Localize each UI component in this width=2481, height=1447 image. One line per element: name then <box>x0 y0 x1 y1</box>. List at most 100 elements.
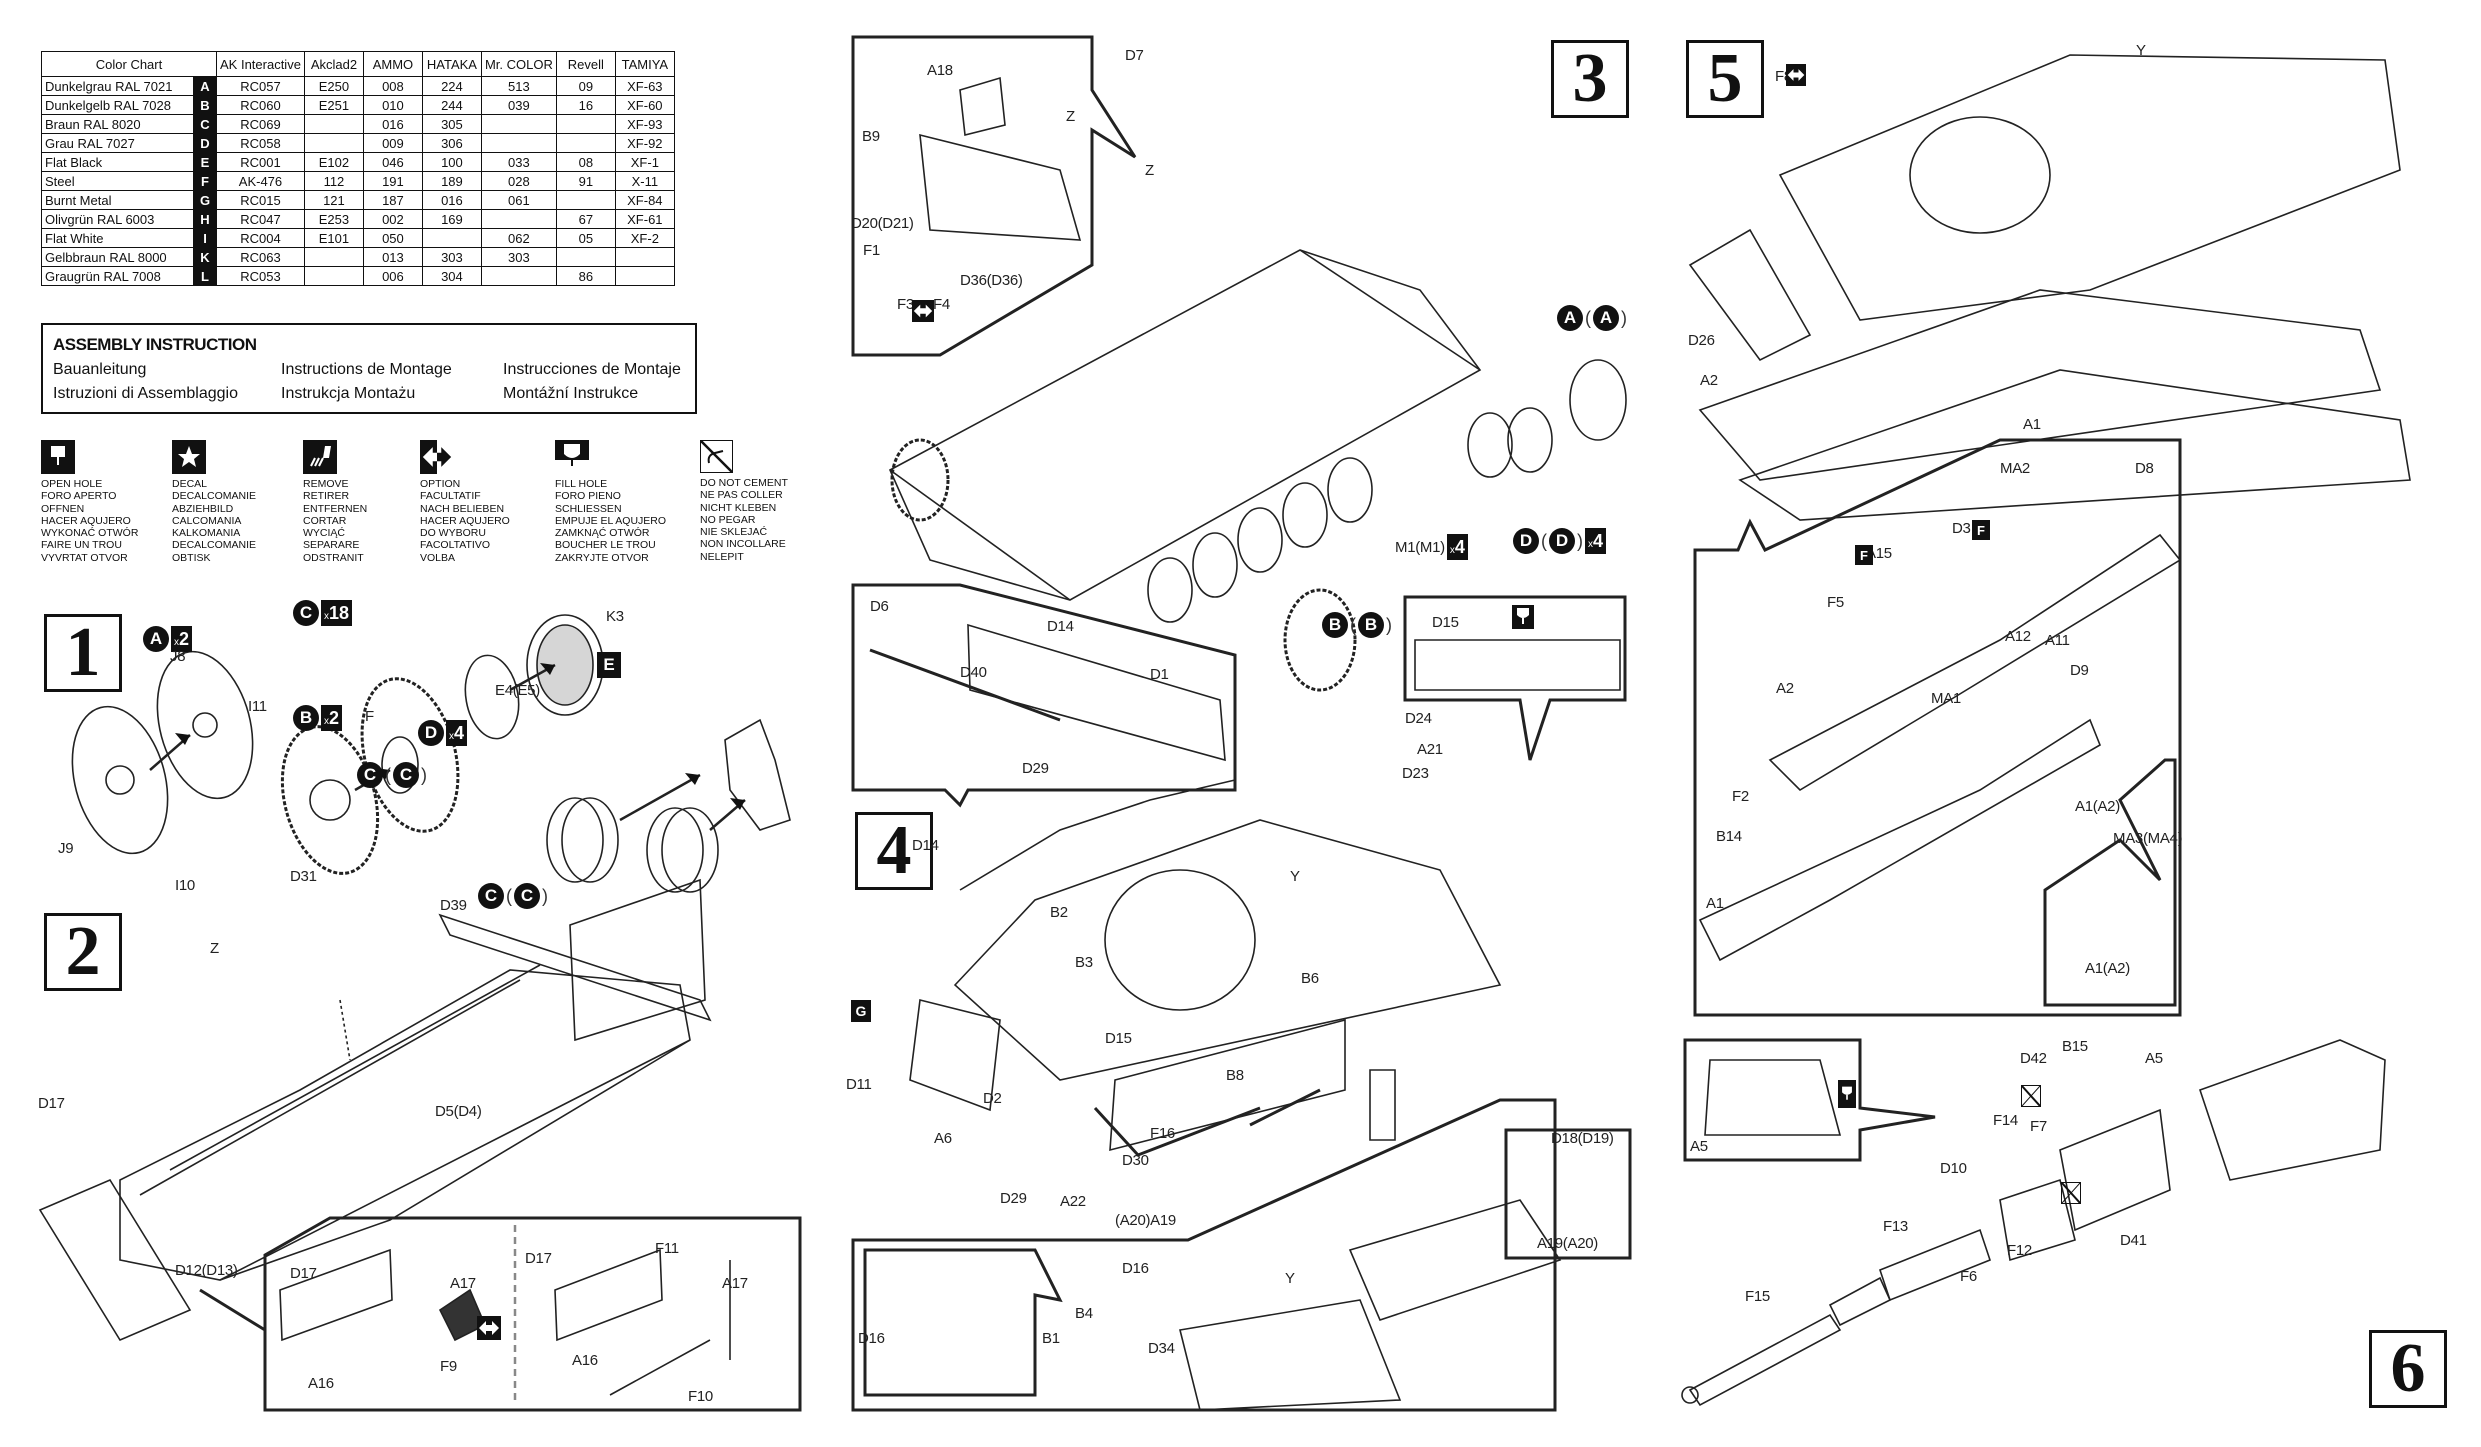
color-chart-header-row: Color Chart AK Interactive Akclad2 AMMO … <box>41 51 675 77</box>
part-label: D34 <box>1148 1340 1175 1357</box>
part-label: A11 <box>2045 632 2070 649</box>
color-code-circle: C <box>357 762 383 788</box>
legend-label: CORTAR <box>303 514 347 527</box>
gun-barrel-drawing <box>1681 1039 2386 1407</box>
do-not-cement-icon <box>700 440 733 473</box>
paint-code-cell: 244 <box>421 95 482 115</box>
m1-label-x4: M1(M1) x4 <box>1395 534 1468 560</box>
paint-code-cell: 100 <box>421 152 482 172</box>
translation-cz: Montážní Instrukce <box>503 385 639 402</box>
quantity-multiplier: x18 <box>321 600 353 626</box>
step-number-4: 4 <box>855 812 933 890</box>
part-label: D20(D21) <box>851 215 914 232</box>
paint-code-cell: XF-92 <box>614 133 675 153</box>
paint-code-cell: XF-60 <box>614 95 675 115</box>
color-code-circle: D <box>418 720 444 746</box>
part-label: B9 <box>862 128 880 145</box>
part-label: D3 <box>1952 520 1971 537</box>
part-label: D17 <box>525 1250 552 1267</box>
paint-square-g: G <box>851 1000 871 1022</box>
part-label: MA2 <box>2000 460 2030 477</box>
fill-hole-icon <box>1838 1080 1856 1108</box>
legend-label: EMPUJE EL AQUJERO <box>555 514 667 527</box>
part-label: F9 <box>440 1358 457 1375</box>
part-label: A5 <box>2145 1050 2163 1067</box>
part-label: D26 <box>1688 332 1715 349</box>
part-label: A19(A20) <box>1537 1235 1598 1252</box>
paint-badge-c-paren-c-2: C ( C ) <box>478 883 548 909</box>
paint-badge-b-x2: B x2 <box>293 705 343 731</box>
part-label: F13 <box>1883 1218 1908 1235</box>
part-label: B8 <box>1226 1067 1244 1084</box>
legend-label: WYKONAĆ OTWÓR <box>41 527 139 540</box>
paint-code-cell: 05 <box>555 228 616 248</box>
legend-label: VOLBA <box>420 551 456 564</box>
step-number-3: 3 <box>1551 40 1629 118</box>
legend-label: ZAKRYJTE OTVOR <box>555 551 649 564</box>
part-label: A2 <box>1700 372 1718 389</box>
do-not-cement-icon <box>2061 1182 2081 1204</box>
part-label: A17 <box>450 1275 476 1292</box>
color-code-circle: C <box>393 762 419 788</box>
road-wheels-row-drawing <box>890 359 1627 692</box>
part-label: D16 <box>1122 1260 1149 1277</box>
header-ammo: AMMO <box>362 51 423 77</box>
step5-inset-frame <box>1693 438 2182 1017</box>
part-label: F <box>365 708 374 725</box>
part-label: A1(A2) <box>2075 798 2120 815</box>
color-code: F <box>193 171 217 191</box>
part-label: K3 <box>606 608 624 625</box>
part-label: MA3(MA4) <box>2113 830 2183 847</box>
part-label: D7 <box>1125 47 1144 64</box>
part-label: F2 <box>1732 788 1749 805</box>
part-label: I11 <box>248 698 267 715</box>
step4-d16-inset-frame <box>863 1248 1063 1397</box>
color-name: Gelbbraun RAL 8000 <box>41 247 194 267</box>
legend-label: NO PEGAR <box>700 513 756 526</box>
paint-code-cell: XF-84 <box>614 190 675 210</box>
part-label: Z <box>210 940 219 957</box>
part-label: MA1 <box>1931 690 1961 707</box>
color-code: B <box>193 95 217 115</box>
legend-label: DECALCOMANIE <box>172 490 257 503</box>
part-label: D14 <box>912 837 939 854</box>
part-label: A1 <box>2023 416 2041 433</box>
step-number-5: 5 <box>1686 40 1764 118</box>
color-name: Braun RAL 8020 <box>41 114 194 134</box>
part-label: F5 <box>1827 594 1844 611</box>
translation-it: Istruzioni di Assemblaggio <box>53 385 238 402</box>
step-number-2: 2 <box>44 913 122 991</box>
part-label: D15 <box>1105 1030 1132 1047</box>
translation-de: Bauanleitung <box>53 361 147 378</box>
paint-code-cell: RC053 <box>216 266 305 286</box>
part-label: A5 <box>1690 1138 1708 1155</box>
part-label: A6 <box>934 1130 952 1147</box>
assembly-instruction-box: ASSEMBLY INSTRUCTION Bauanleitung Instru… <box>41 323 697 414</box>
legend-label: FORO APERTO <box>41 490 117 503</box>
turret-hull-drawing <box>1688 54 2411 521</box>
paint-badge-c-paren-c: C ( C ) <box>357 762 427 788</box>
part-label: Y <box>1285 1270 1295 1287</box>
paint-code-cell: E101 <box>303 228 364 248</box>
translation-pl: Instrukcja Montażu <box>281 385 416 402</box>
part-label: Z <box>1145 162 1154 179</box>
legend-label: REMOVE <box>303 478 349 490</box>
part-label: A22 <box>1060 1193 1086 1210</box>
part-label: F6 <box>1960 1268 1977 1285</box>
legend-label: NE PAS COLLER <box>700 489 783 502</box>
color-code-circle: B <box>1358 612 1384 638</box>
paint-code-cell: 86 <box>555 266 616 286</box>
paint-code-cell: 306 <box>421 133 482 153</box>
legend-label: OFFNEN <box>41 502 85 515</box>
part-label: A12 <box>2005 628 2031 645</box>
option-arrows-icon <box>420 440 454 474</box>
paint-code-cell: 016 <box>362 114 423 134</box>
paint-code-cell: XF-93 <box>614 114 675 134</box>
part-label: D30 <box>1122 1152 1149 1169</box>
part-label: D17 <box>290 1265 317 1282</box>
fender-drawing <box>1698 533 2182 962</box>
